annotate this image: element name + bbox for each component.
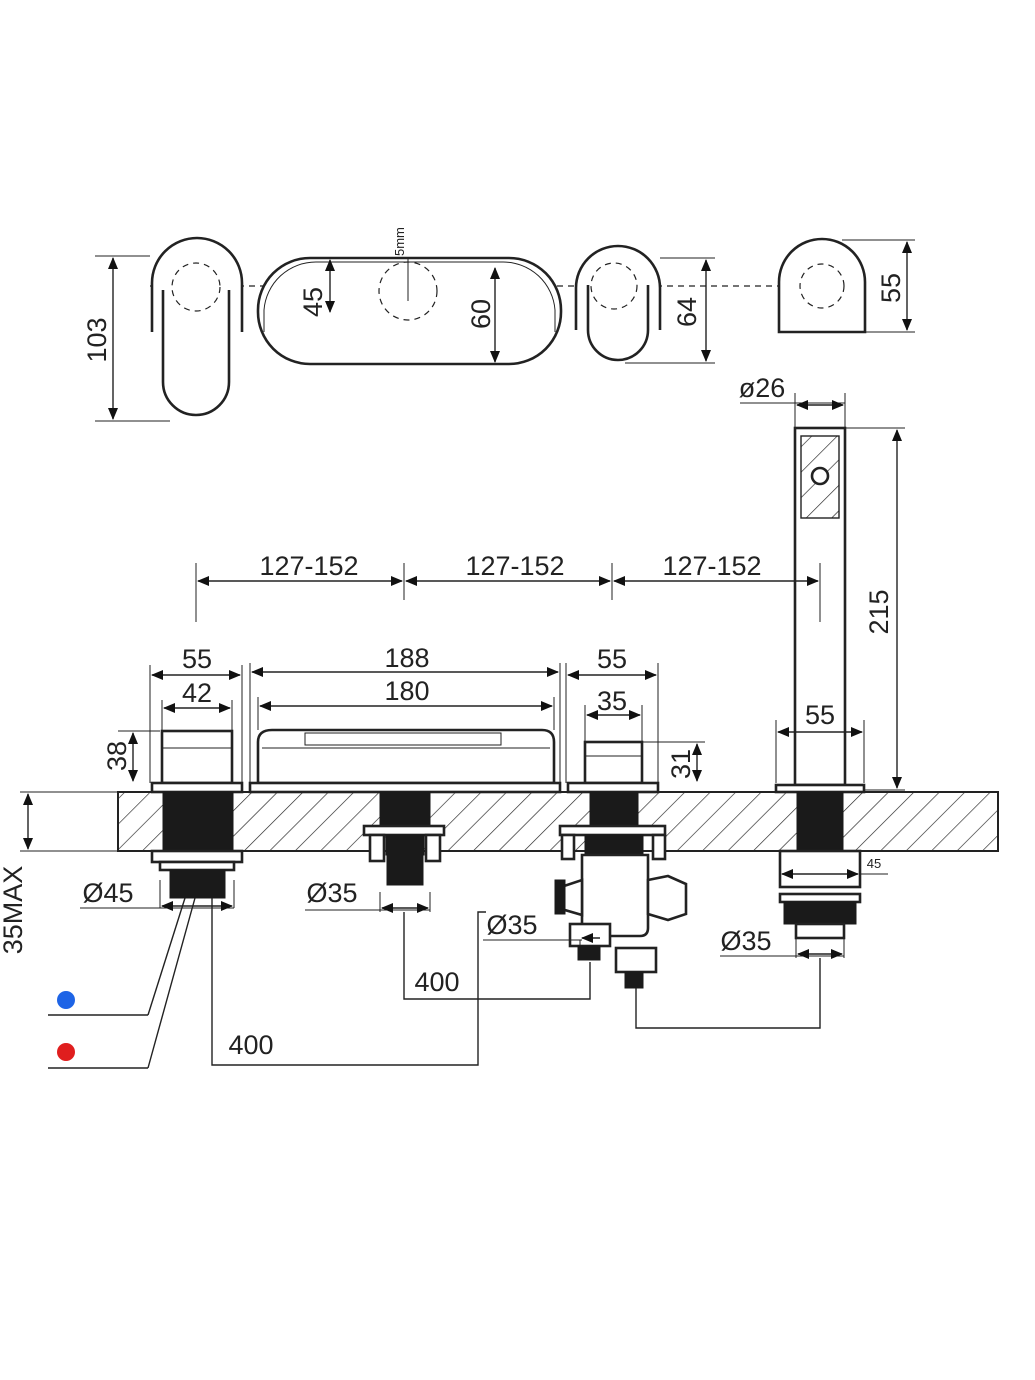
dim-35max-label: 35MAX	[0, 866, 28, 955]
hose-400-b-label: 400	[228, 1030, 273, 1060]
dim-64-label: 64	[672, 297, 702, 327]
dim-31-label: 31	[666, 749, 696, 779]
dim-55-top-label: 55	[876, 273, 906, 303]
hot-water-indicator	[57, 1043, 75, 1061]
dim-d26-label: ø26	[739, 373, 786, 403]
dim-215-label: 215	[864, 589, 894, 634]
hose-handshower	[635, 958, 821, 1029]
hose-400-a	[403, 912, 591, 1000]
dim-188-label: 188	[384, 643, 429, 673]
spout: 188 180 Ø35	[248, 643, 562, 913]
spacing-dimensions: 127-152 127-152 127-152	[195, 551, 821, 622]
dim-55-hs-label: 55	[805, 700, 835, 730]
dim-60-label: 60	[466, 299, 496, 329]
top-handshower-base	[777, 237, 867, 334]
dim-42-label: 42	[182, 678, 212, 708]
spacing-c-label: 127-152	[662, 551, 761, 581]
handshower: ø26 215 55	[739, 373, 905, 794]
right-handle: 55 35 31 Ø35	[483, 644, 705, 989]
dim-38-label: 38	[102, 741, 132, 771]
hose-400-a-label: 400	[414, 967, 459, 997]
hose-400-b	[211, 898, 486, 1066]
dim-d35-spout-label: Ø35	[306, 878, 357, 908]
cold-water-indicator	[57, 991, 75, 1009]
dim-55-rh-label: 55	[597, 644, 627, 674]
top-right-handle	[574, 244, 662, 362]
dim-45-hs-label: 45	[867, 856, 881, 871]
dim-d45-label: Ø45	[82, 878, 133, 908]
dim-180-label: 180	[384, 676, 429, 706]
dim-55-lh-label: 55	[182, 644, 212, 674]
dim-d35-rh-label: Ø35	[486, 910, 537, 940]
dim-5mm-label: 5mm	[392, 227, 407, 256]
dim-103-label: 103	[82, 317, 112, 362]
handshower-base-plate	[774, 783, 866, 794]
dim-45-label: 45	[298, 287, 328, 317]
dim-d35-hs-label: Ø35	[720, 926, 771, 956]
handshower-underdeck: 45 Ø35	[720, 791, 888, 959]
top-view: 103 45 5mm 60 64 55	[82, 227, 915, 422]
left-handle: 55 42 38 Ø45	[80, 644, 244, 911]
hoses: 400 400	[48, 897, 821, 1069]
spacing-a-label: 127-152	[259, 551, 358, 581]
top-left-handle	[150, 236, 244, 417]
dim-35-rh-label: 35	[597, 686, 627, 716]
spacing-b-label: 127-152	[465, 551, 564, 581]
